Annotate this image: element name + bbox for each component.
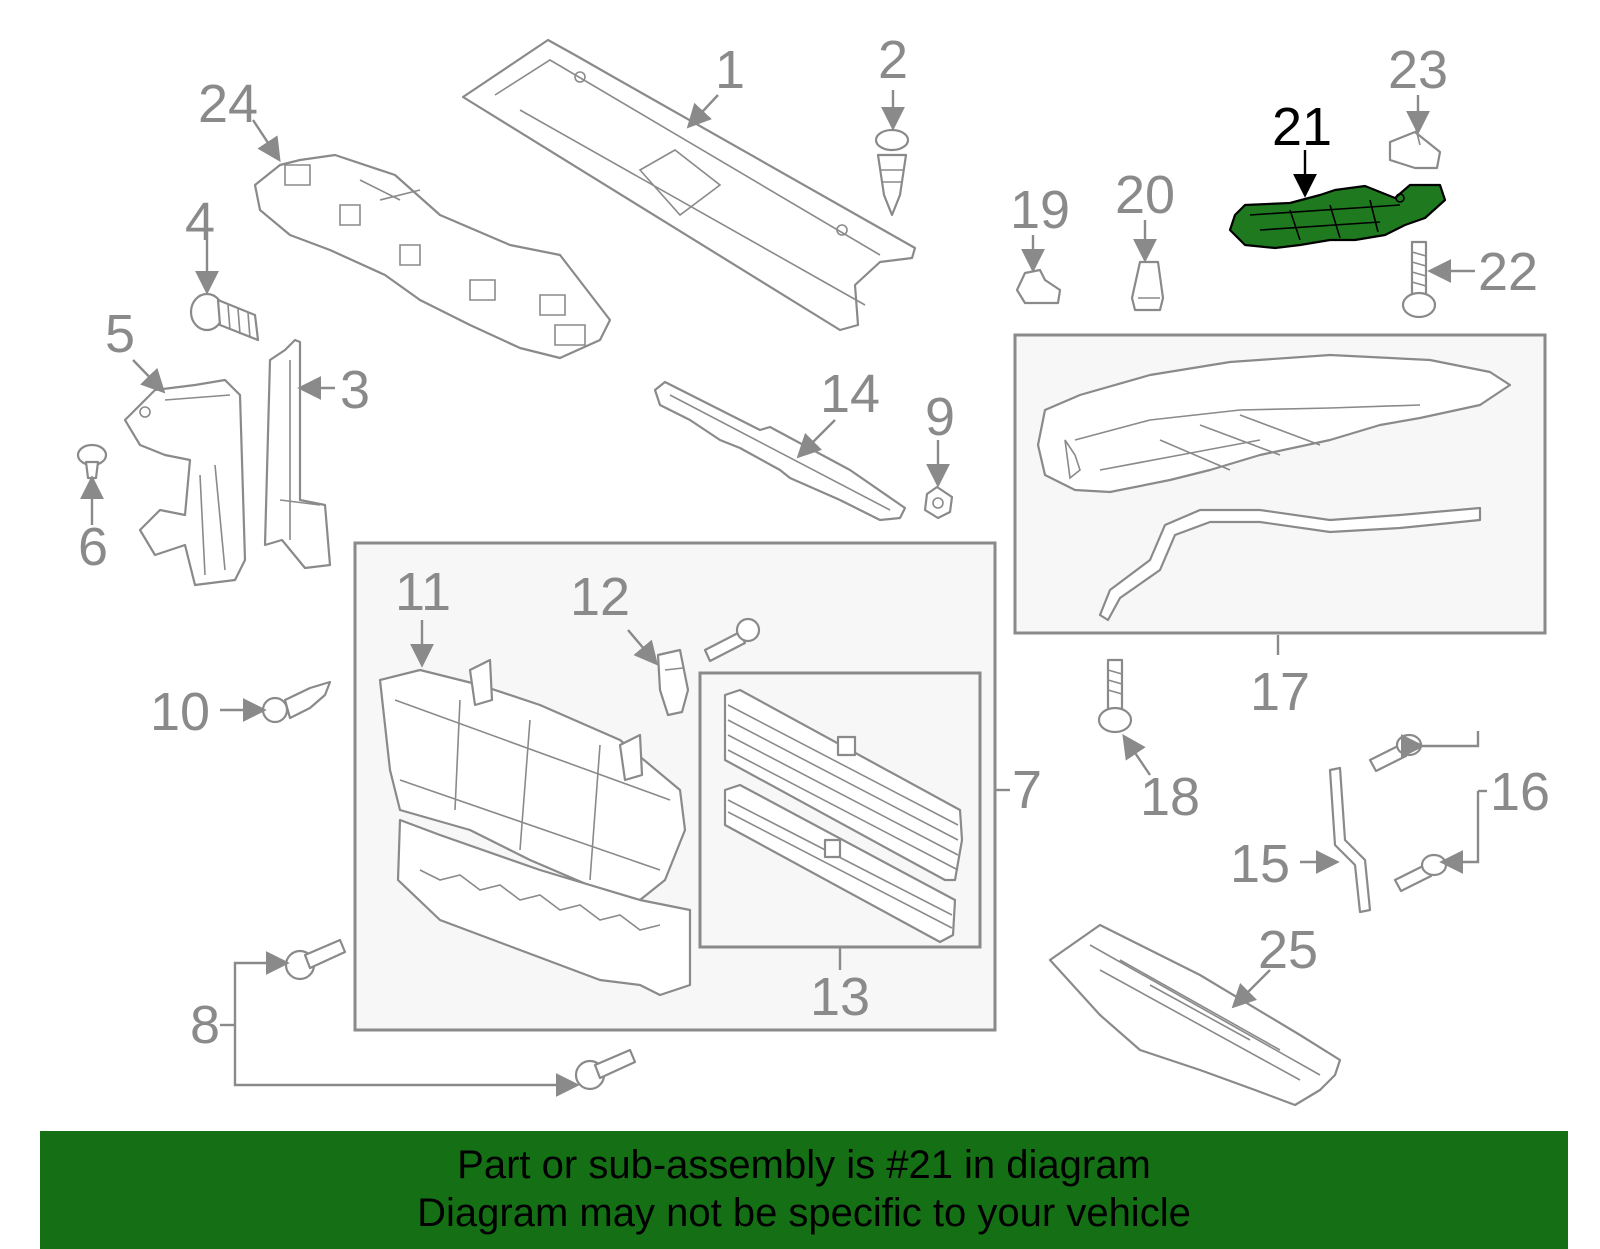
- part-9-nut-clip[interactable]: [923, 485, 954, 520]
- callout-23: 23: [1388, 40, 1448, 100]
- part-14-seal-strip[interactable]: [653, 380, 907, 522]
- part-8-bolt-upper[interactable]: [284, 938, 347, 981]
- banner-line-2: Diagram may not be specific to your vehi…: [417, 1191, 1191, 1235]
- callout-10: 10: [150, 682, 210, 742]
- callout-20: 20: [1115, 165, 1175, 225]
- callout-13: 13: [810, 967, 870, 1027]
- part-16-bolt-upper[interactable]: [1368, 733, 1423, 773]
- callout-21: 21: [1272, 97, 1332, 157]
- callout-16: 16: [1490, 762, 1550, 822]
- part-22-bolt[interactable]: [1401, 240, 1437, 319]
- callout-1: 1: [715, 40, 745, 100]
- callout-11: 11: [395, 562, 451, 622]
- part-24-upper-bracket[interactable]: [253, 153, 612, 360]
- callout-9: 9: [925, 387, 955, 447]
- callout-8: 8: [190, 995, 220, 1055]
- callout-2: 2: [878, 30, 908, 90]
- part-21-highlighted-shield[interactable]: [1228, 183, 1447, 250]
- callout-6: 6: [78, 517, 108, 577]
- part-12-bracket[interactable]: [656, 648, 690, 717]
- info-banner: Part or sub-assembly is #21 in diagram D…: [40, 1131, 1568, 1249]
- part-6-clip[interactable]: [76, 443, 108, 480]
- callout-labels: 1 2 3 4 5 6 7 8 9 10 11 12 13 14 15 16 1…: [78, 30, 1550, 1055]
- leader-lines: [80, 90, 1487, 1097]
- callout-17: 17: [1250, 662, 1310, 722]
- callout-14: 14: [820, 364, 880, 424]
- callout-19: 19: [1010, 180, 1070, 240]
- callout-25: 25: [1258, 920, 1318, 980]
- part-11-grille-frame[interactable]: [378, 658, 692, 997]
- callout-5: 5: [105, 304, 135, 364]
- part-15-bracket[interactable]: [1328, 766, 1372, 914]
- part-17-under-shield[interactable]: [1036, 353, 1512, 622]
- part-18-bolt[interactable]: [1097, 658, 1133, 734]
- part-16-bolt-lower[interactable]: [1393, 853, 1448, 893]
- callout-4: 4: [185, 192, 215, 252]
- part-5-side-bracket[interactable]: [123, 378, 247, 587]
- part-13-shutter-vanes[interactable]: [723, 688, 964, 944]
- callout-7: 7: [1012, 760, 1042, 820]
- callout-22: 22: [1478, 242, 1538, 302]
- part-25-lower-shield[interactable]: [1048, 923, 1342, 1107]
- part-2-push-pin[interactable]: [874, 128, 910, 217]
- part-23-bracket[interactable]: [1388, 124, 1442, 170]
- callout-3: 3: [340, 360, 370, 420]
- callout-12: 12: [570, 567, 630, 627]
- banner-line-1: Part or sub-assembly is #21 in diagram: [457, 1143, 1151, 1187]
- part-1-upper-panel[interactable]: [461, 38, 917, 332]
- part-20-clip[interactable]: [1130, 260, 1165, 312]
- part-12-bolt[interactable]: [703, 617, 761, 663]
- part-3-vertical-seal[interactable]: [263, 338, 332, 570]
- callout-18: 18: [1140, 767, 1200, 827]
- part-19-retainer[interactable]: [1015, 268, 1062, 305]
- part-10-clip[interactable]: [261, 680, 332, 724]
- callout-15: 15: [1230, 834, 1290, 894]
- part-4-bolt[interactable]: [189, 292, 260, 342]
- callout-24: 24: [198, 74, 258, 134]
- part-8-bolt-lower[interactable]: [574, 1048, 637, 1091]
